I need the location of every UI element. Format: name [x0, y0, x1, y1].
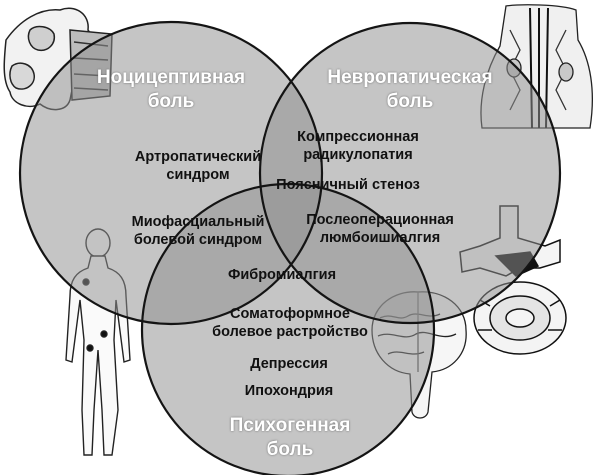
venn-circle-outlines: [18, 20, 562, 475]
fibromyalgia-label: Фибромиалгия: [227, 267, 337, 283]
somatoform-pain-disorder-label: Соматоформное болевое растройство: [212, 306, 368, 340]
arthropathic-syndrome-label: Артропатический синдром: [134, 149, 262, 183]
myofascial-pain-syndrome-label: Миофасциальный болевой синдром: [131, 214, 265, 248]
hypochondria-label: Ипохондрия: [244, 383, 334, 399]
lumbar-stenosis-label: Поясничный стеноз: [276, 177, 420, 193]
venn-circles: [20, 22, 560, 475]
depression-label: Депрессия: [250, 356, 328, 372]
psychogenic-pain-title: Психогенная боль: [229, 415, 351, 460]
circle-psychogenic: [142, 184, 434, 475]
compression-radiculopathy-label: Компрессионная радикулопатия: [297, 129, 419, 163]
nociceptive-pain-title: Ноцицептивная боль: [96, 67, 246, 112]
postoperative-lumboischialgia-label: Послеоперационная люмбоишиалгия: [306, 212, 454, 246]
neuropathic-pain-title: Невропатическая боль: [327, 67, 493, 112]
